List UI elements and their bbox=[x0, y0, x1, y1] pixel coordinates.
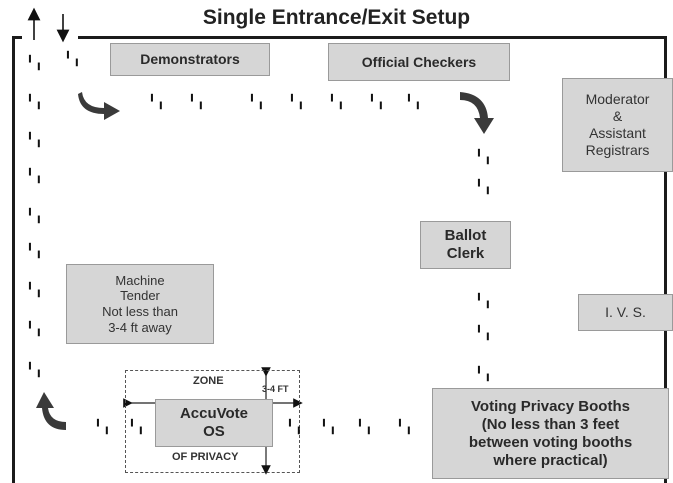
demonstrators-station: Demonstrators bbox=[110, 43, 270, 76]
curved-arrow-checkers-icon bbox=[460, 92, 494, 134]
footprint-icon: ╹╻ bbox=[26, 168, 44, 183]
footprint-icon: ╹╻ bbox=[475, 149, 493, 164]
footprint-icon: ╹╻ bbox=[475, 179, 493, 194]
accuvote-machine: AccuVote OS bbox=[155, 399, 273, 447]
footprint-icon: ╹╻ bbox=[26, 243, 44, 258]
official-checkers-station: Official Checkers bbox=[328, 43, 510, 81]
zone-bottom-label: OF PRIVACY bbox=[172, 451, 239, 463]
footprint-icon: ╹╻ bbox=[26, 94, 44, 109]
moderator-station: Moderator & Assistant Registrars bbox=[562, 78, 673, 172]
footprint-icon: ╹╻ bbox=[248, 94, 266, 109]
privacy-zone bbox=[125, 370, 300, 473]
footprint-icon: ╹╻ bbox=[94, 419, 112, 434]
zone-top-label: ZONE bbox=[193, 375, 224, 387]
voting-booths-station: Voting Privacy Booths (No less than 3 fe… bbox=[432, 388, 669, 479]
footprint-icon: ╹╻ bbox=[26, 132, 44, 147]
ivs-station: I. V. S. bbox=[578, 294, 673, 331]
footprint-icon: ╹╻ bbox=[328, 94, 346, 109]
footprint-icon: ╹╻ bbox=[288, 94, 306, 109]
footprint-icon: ╹╻ bbox=[148, 94, 166, 109]
footprint-icon: ╹╻ bbox=[26, 282, 44, 297]
entrance-exit-door bbox=[22, 30, 78, 40]
footprint-icon: ╹╻ bbox=[26, 208, 44, 223]
footprint-icon: ╹╻ bbox=[475, 366, 493, 381]
footprint-icon: ╹╻ bbox=[188, 94, 206, 109]
footprint-icon: ╹╻ bbox=[396, 419, 414, 434]
footprint-icon: ╹╻ bbox=[368, 94, 386, 109]
footprint-icon: ╹╻ bbox=[26, 362, 44, 377]
ballot-clerk-station: Ballot Clerk bbox=[420, 221, 511, 269]
footprint-icon: ╹╻ bbox=[405, 94, 423, 109]
footprint-icon: ╹╻ bbox=[26, 55, 44, 70]
footprint-icon: ╹╻ bbox=[64, 51, 82, 66]
footprint-icon: ╹╻ bbox=[286, 419, 304, 434]
curved-arrow-demonstrators-icon bbox=[78, 92, 120, 120]
zone-distance-label: 3-4 FT bbox=[262, 384, 289, 394]
machine-tender-station: Machine Tender Not less than 3-4 ft away bbox=[66, 264, 214, 344]
footprint-icon: ╹╻ bbox=[128, 419, 146, 434]
curved-arrow-exit-icon bbox=[36, 392, 66, 430]
footprint-icon: ╹╻ bbox=[356, 419, 374, 434]
footprint-icon: ╹╻ bbox=[475, 325, 493, 340]
diagram-title: Single Entrance/Exit Setup bbox=[202, 6, 471, 29]
footprint-icon: ╹╻ bbox=[26, 321, 44, 336]
footprint-icon: ╹╻ bbox=[475, 293, 493, 308]
footprint-icon: ╹╻ bbox=[320, 419, 338, 434]
